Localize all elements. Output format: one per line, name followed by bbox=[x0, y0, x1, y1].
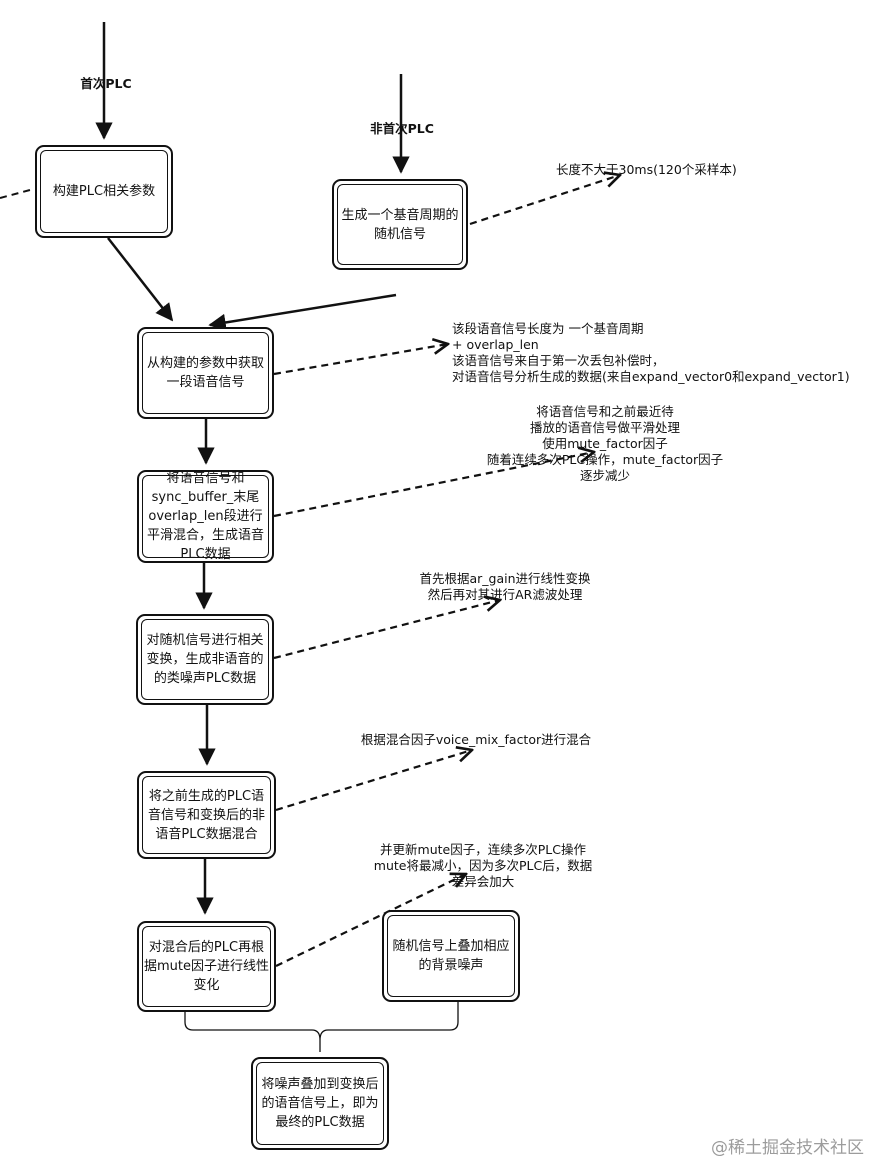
dashed-arrow-length-note bbox=[469, 175, 620, 226]
note-length: 长度不大于30ms(120个采样本) bbox=[556, 162, 737, 177]
dashed-arrow-segment-note bbox=[273, 344, 448, 376]
box-random-signal[interactable]: 生成一个基音周期的 随机信号 bbox=[332, 179, 468, 270]
arrow-build-to-get bbox=[107, 237, 174, 322]
label-non-first-plc: 非首次PLC bbox=[370, 121, 434, 136]
dashed-arrow-smooth-note bbox=[273, 452, 594, 518]
box-get-speech[interactable]: 从构建的参数中获取 一段语音信号 bbox=[137, 327, 274, 419]
merge-brace bbox=[184, 1002, 459, 1052]
box-mix-sync-buffer-text: 将语音信号和 sync_buffer_末尾 overlap_len段进行 平滑混… bbox=[146, 471, 264, 562]
note-smooth: 将语音信号和之前最近待 播放的语音信号做平滑处理 使用mute_factor因子… bbox=[486, 404, 724, 483]
note-segment: 该段语音信号长度为 一个基音周期 + overlap_len 该语音信号来自于第… bbox=[452, 321, 850, 384]
box-mute-transform[interactable]: 对混合后的PLC再根 据mute因子进行线性 变化 bbox=[137, 921, 276, 1012]
box-mix-plc-text: 将之前生成的PLC语 音信号和变换后的非 语音PLC数据混合 bbox=[147, 788, 265, 842]
dashed-arrow-mix-note bbox=[275, 750, 472, 812]
watermark: @稀土掘金技术社区 bbox=[711, 1138, 864, 1158]
dashed-arrow-ar-note bbox=[273, 600, 500, 660]
box-build-params-text: 构建PLC相关参数 bbox=[52, 184, 156, 199]
note-mute: 并更新mute因子，连续多次PLC操作 mute将最减小，因为多次PLC后，数据… bbox=[373, 842, 593, 889]
box-mute-transform-text: 对混合后的PLC再根 据mute因子进行线性 变化 bbox=[144, 940, 269, 993]
box-transform-random[interactable]: 对随机信号进行相关 变换，生成非语音的 的类噪声PLC数据 bbox=[136, 614, 274, 705]
label-first-plc: 首次PLC bbox=[80, 76, 132, 91]
box-final-plc[interactable]: 将噪声叠加到变换后 的语音信号上，即为 最终的PLC数据 bbox=[251, 1057, 389, 1150]
box-random-signal-text: 生成一个基音周期的 随机信号 bbox=[341, 207, 459, 242]
box-mix-plc[interactable]: 将之前生成的PLC语 音信号和变换后的非 语音PLC数据混合 bbox=[137, 771, 276, 859]
box-final-plc-text: 将噪声叠加到变换后 的语音信号上，即为 最终的PLC数据 bbox=[261, 1077, 379, 1130]
arrow-random-to-get bbox=[208, 293, 397, 332]
box-add-noise[interactable]: 随机信号上叠加相应 的背景噪声 bbox=[382, 910, 520, 1002]
note-ar: 首先根据ar_gain进行线性变换 然后再对其进行AR滤波处理 bbox=[419, 571, 591, 602]
box-transform-random-text: 对随机信号进行相关 变换，生成非语音的 的类噪声PLC数据 bbox=[146, 633, 264, 686]
box-mix-sync-buffer[interactable]: 将语音信号和 sync_buffer_末尾 overlap_len段进行 平滑混… bbox=[137, 470, 274, 563]
box-get-speech-text: 从构建的参数中获取 一段语音信号 bbox=[146, 356, 264, 390]
dashed-left-stub bbox=[0, 189, 31, 199]
note-mix: 根据混合因子voice_mix_factor进行混合 bbox=[360, 732, 592, 747]
box-build-params[interactable]: 构建PLC相关参数 bbox=[35, 145, 173, 238]
box-add-noise-text: 随机信号上叠加相应 的背景噪声 bbox=[392, 939, 510, 973]
